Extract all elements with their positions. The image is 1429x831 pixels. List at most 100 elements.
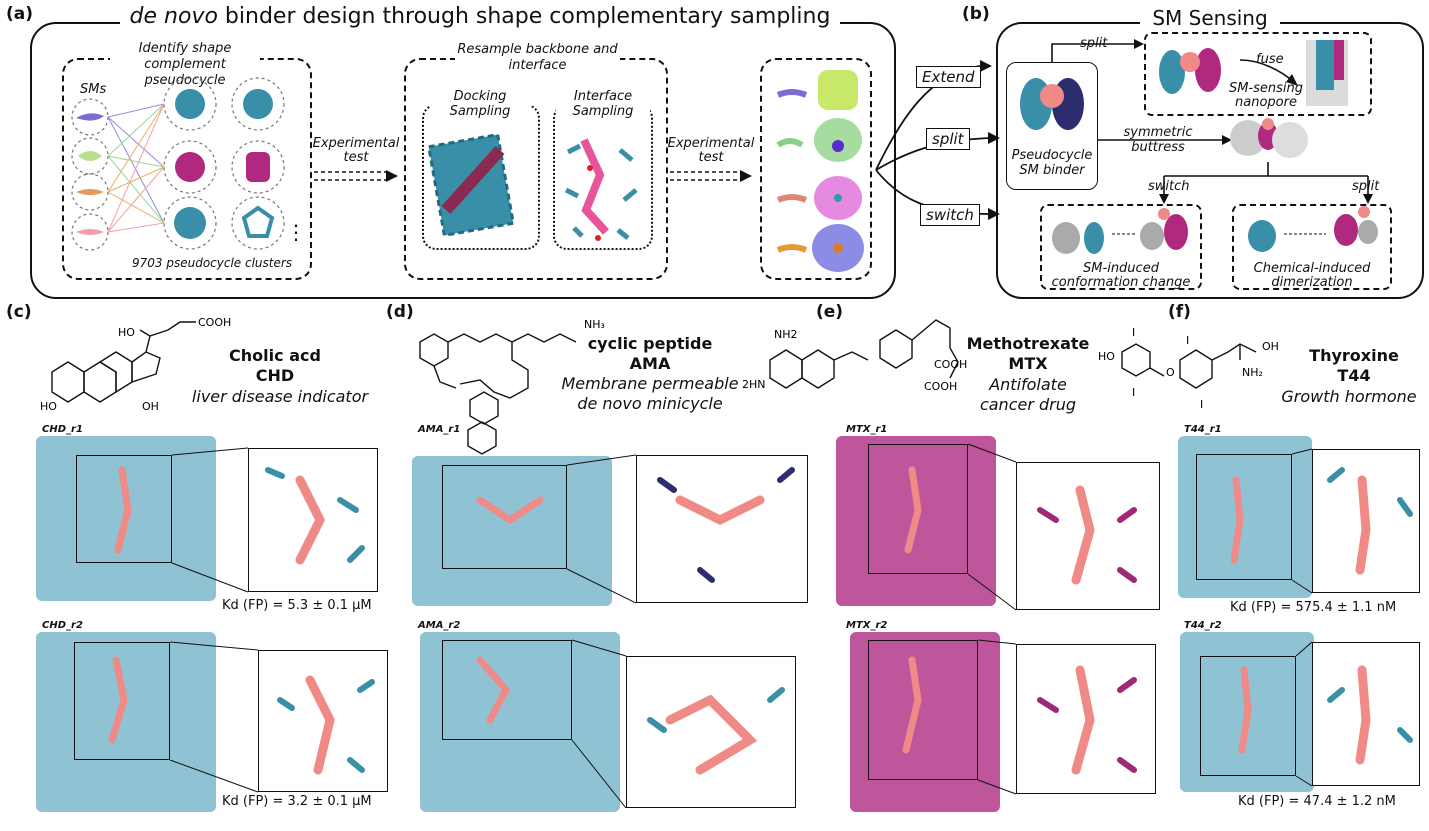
chd-kd1: Kd (FP) = 5.3 ± 0.1 μM bbox=[222, 598, 372, 613]
mtx-name: Methotrexate bbox=[966, 334, 1090, 353]
svg-text:2HN: 2HN bbox=[742, 378, 766, 391]
panel-a-label: (a) bbox=[6, 4, 34, 24]
title-italic: de novo bbox=[129, 4, 218, 29]
buttress-label: symmetric buttress bbox=[1123, 125, 1193, 155]
docking-label: Docking Sampling bbox=[430, 89, 530, 119]
experimental-test-1: Experimental test bbox=[312, 136, 400, 165]
interface-graphic bbox=[564, 138, 638, 241]
chd-name: Cholic acd bbox=[229, 346, 321, 365]
svg-text:O: O bbox=[1166, 366, 1175, 379]
t44-r2-tag: T44_r2 bbox=[1184, 620, 1222, 631]
svg-text:OH: OH bbox=[142, 400, 159, 413]
resample-label: Resample backbone and interface bbox=[455, 42, 620, 74]
ama-r2-protein bbox=[420, 632, 620, 812]
cooh-label: COOH bbox=[198, 316, 231, 329]
ama-r2-focus bbox=[442, 640, 572, 740]
svg-text:COOH: COOH bbox=[924, 380, 957, 393]
switch-box: switch bbox=[920, 204, 980, 226]
svg-text:NH2: NH2 bbox=[774, 328, 798, 341]
split-box: split bbox=[926, 128, 970, 150]
ama-r1-protein bbox=[412, 456, 612, 606]
panel-b-title: SM Sensing bbox=[1140, 6, 1280, 30]
final-stage-surfaces bbox=[776, 70, 864, 272]
clusters-label: 9703 pseudocycle clusters bbox=[132, 256, 293, 270]
dimerization-box bbox=[1232, 204, 1392, 290]
t44-r1-protein bbox=[1178, 436, 1312, 598]
svg-text:HO: HO bbox=[1098, 350, 1115, 363]
nanopore-label: SM-sensing nanopore bbox=[1216, 82, 1316, 110]
ama-r2-zoom bbox=[626, 656, 796, 808]
ama-name: cyclic peptide bbox=[587, 334, 713, 353]
t44-abbr: T44 bbox=[1337, 366, 1371, 385]
binder-box bbox=[1006, 62, 1098, 190]
chd-r2-tag: CHD_r2 bbox=[42, 620, 83, 631]
chd-r2-focus bbox=[74, 642, 170, 760]
svg-text:COOH: COOH bbox=[934, 358, 967, 371]
panel-f-label: (f) bbox=[1168, 302, 1191, 322]
dimerization-label: Chemical-induced dimerization bbox=[1253, 261, 1371, 290]
conformation-box bbox=[1040, 204, 1202, 290]
mtx-r1-focus bbox=[868, 444, 968, 574]
panel-e-label: (e) bbox=[816, 302, 844, 322]
svg-text:HO: HO bbox=[118, 326, 135, 339]
mtx-r2-tag: MTX_r2 bbox=[846, 620, 888, 631]
docking-graphic bbox=[426, 132, 516, 238]
t44-desc: Growth hormone bbox=[1281, 387, 1417, 406]
mtx-desc1: Antifolate bbox=[989, 375, 1067, 394]
panel-b-label: (b) bbox=[962, 4, 990, 24]
t44-r2-focus bbox=[1200, 656, 1296, 776]
binder-label: Pseudocycle SM binder bbox=[1011, 148, 1093, 178]
ama-abbr: AMA bbox=[629, 354, 671, 373]
ama-r1-tag: AMA_r1 bbox=[418, 424, 461, 435]
mtx-abbr: MTX bbox=[1008, 354, 1048, 373]
svg-text:I: I bbox=[1186, 334, 1189, 347]
mtx-r2-focus bbox=[868, 640, 978, 780]
chd-abbr: CHD bbox=[255, 366, 295, 385]
svg-text:HO: HO bbox=[40, 400, 57, 413]
identify-label: Identify shape complement pseudocycle bbox=[110, 41, 260, 89]
panel-c-label: (c) bbox=[6, 302, 32, 322]
ama-r2-tag: AMA_r2 bbox=[418, 620, 461, 631]
ellipsis: ⋮ bbox=[286, 220, 306, 244]
chd-r2-protein bbox=[36, 632, 216, 812]
svg-text:I: I bbox=[1132, 386, 1135, 399]
mtx-r2-protein bbox=[850, 632, 1000, 812]
extend-box: Extend bbox=[916, 66, 981, 88]
svg-text:I: I bbox=[1200, 398, 1203, 411]
chd-r1-focus bbox=[76, 455, 172, 563]
nanopore-box bbox=[1144, 32, 1372, 116]
sms-label: SMs bbox=[80, 82, 107, 97]
t44-kd2: Kd (FP) = 47.4 ± 1.2 nM bbox=[1238, 794, 1396, 809]
final-stage-box bbox=[760, 58, 872, 280]
mtx-r1-tag: MTX_r1 bbox=[846, 424, 888, 435]
mtx-desc2: cancer drug bbox=[979, 395, 1077, 414]
interface-label: Interface Sampling bbox=[556, 89, 650, 119]
svg-text:NH₂: NH₂ bbox=[1242, 366, 1263, 379]
experimental-test-2: Experimental test bbox=[667, 136, 755, 165]
t44-r1-tag: T44_r1 bbox=[1184, 424, 1222, 435]
t44-kd1: Kd (FP) = 575.4 ± 1.1 nM bbox=[1230, 600, 1397, 615]
title-rest: binder design through shape complementar… bbox=[217, 4, 831, 29]
t44-name: Thyroxine bbox=[1309, 346, 1399, 365]
ama-desc1: Membrane permeable bbox=[561, 374, 739, 393]
sm-molecules bbox=[76, 113, 104, 235]
chd-r1-tag: CHD_r1 bbox=[42, 424, 83, 435]
chd-desc: liver disease indicator bbox=[191, 387, 369, 406]
chd-kd2: Kd (FP) = 3.2 ± 0.1 μM bbox=[222, 794, 372, 809]
panel-a-title: de novo binder design through shape comp… bbox=[120, 4, 840, 29]
switch-small-label: switch bbox=[1148, 179, 1190, 194]
binder-graphic bbox=[1020, 78, 1084, 130]
svg-text:NH₃: NH₃ bbox=[584, 318, 605, 331]
svg-text:OH: OH bbox=[1262, 340, 1279, 353]
panel-d-label: (d) bbox=[386, 302, 414, 322]
svg-text:I: I bbox=[1132, 326, 1135, 339]
t44-r1-focus bbox=[1196, 454, 1292, 580]
split-small-label-2: split bbox=[1352, 179, 1380, 194]
conformation-label: SM-induced conformation change bbox=[1051, 261, 1191, 290]
